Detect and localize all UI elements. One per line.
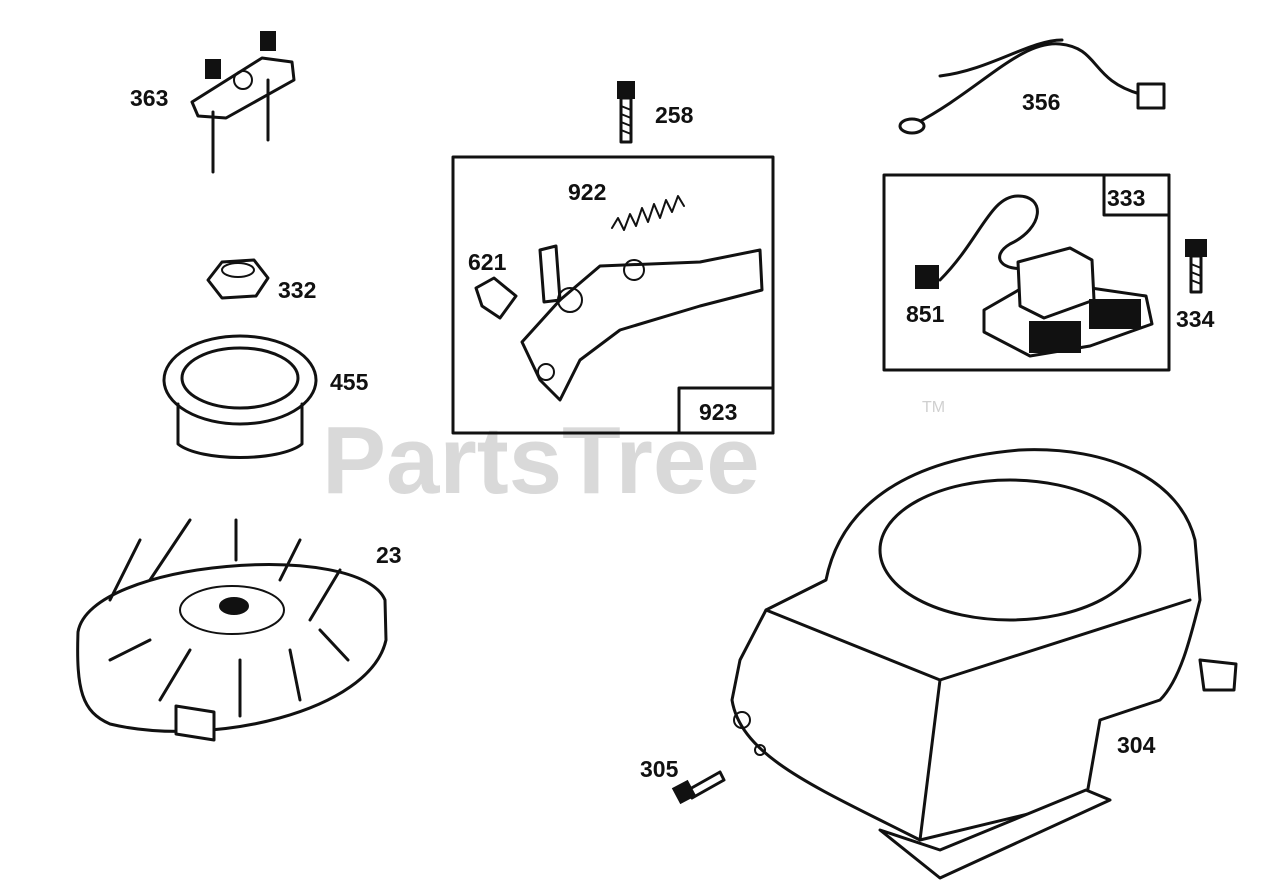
part-455-cup[interactable] (162, 334, 318, 459)
label-923: 923 (699, 399, 737, 425)
watermark-text: PartsTree (322, 407, 760, 514)
label-23: 23 (376, 542, 402, 568)
label-305: 305 (640, 756, 679, 782)
kit-333-box[interactable] (882, 173, 1171, 372)
label-304: 304 (1117, 732, 1156, 758)
label-258: 258 (655, 102, 694, 128)
label-455: 455 (330, 369, 369, 395)
part-363-bracket[interactable] (190, 31, 296, 174)
label-922: 922 (568, 179, 606, 205)
label-333: 333 (1107, 185, 1145, 211)
part-334-screw[interactable] (1185, 239, 1207, 294)
part-356-wire[interactable] (898, 38, 1166, 135)
label-851: 851 (906, 301, 945, 327)
part-23-flywheel[interactable] (76, 518, 388, 742)
part-304-housing[interactable] (730, 448, 1238, 880)
label-334: 334 (1176, 306, 1215, 332)
watermark-trademark: TM (922, 399, 945, 416)
part-305-screw[interactable] (671, 770, 726, 805)
part-332-nut[interactable] (206, 258, 270, 300)
label-332: 332 (278, 277, 316, 303)
label-621: 621 (468, 249, 507, 275)
part-258-bolt[interactable] (617, 81, 635, 144)
label-363: 363 (130, 85, 168, 111)
label-356: 356 (1022, 89, 1060, 115)
kit-923-box[interactable] (451, 155, 775, 435)
